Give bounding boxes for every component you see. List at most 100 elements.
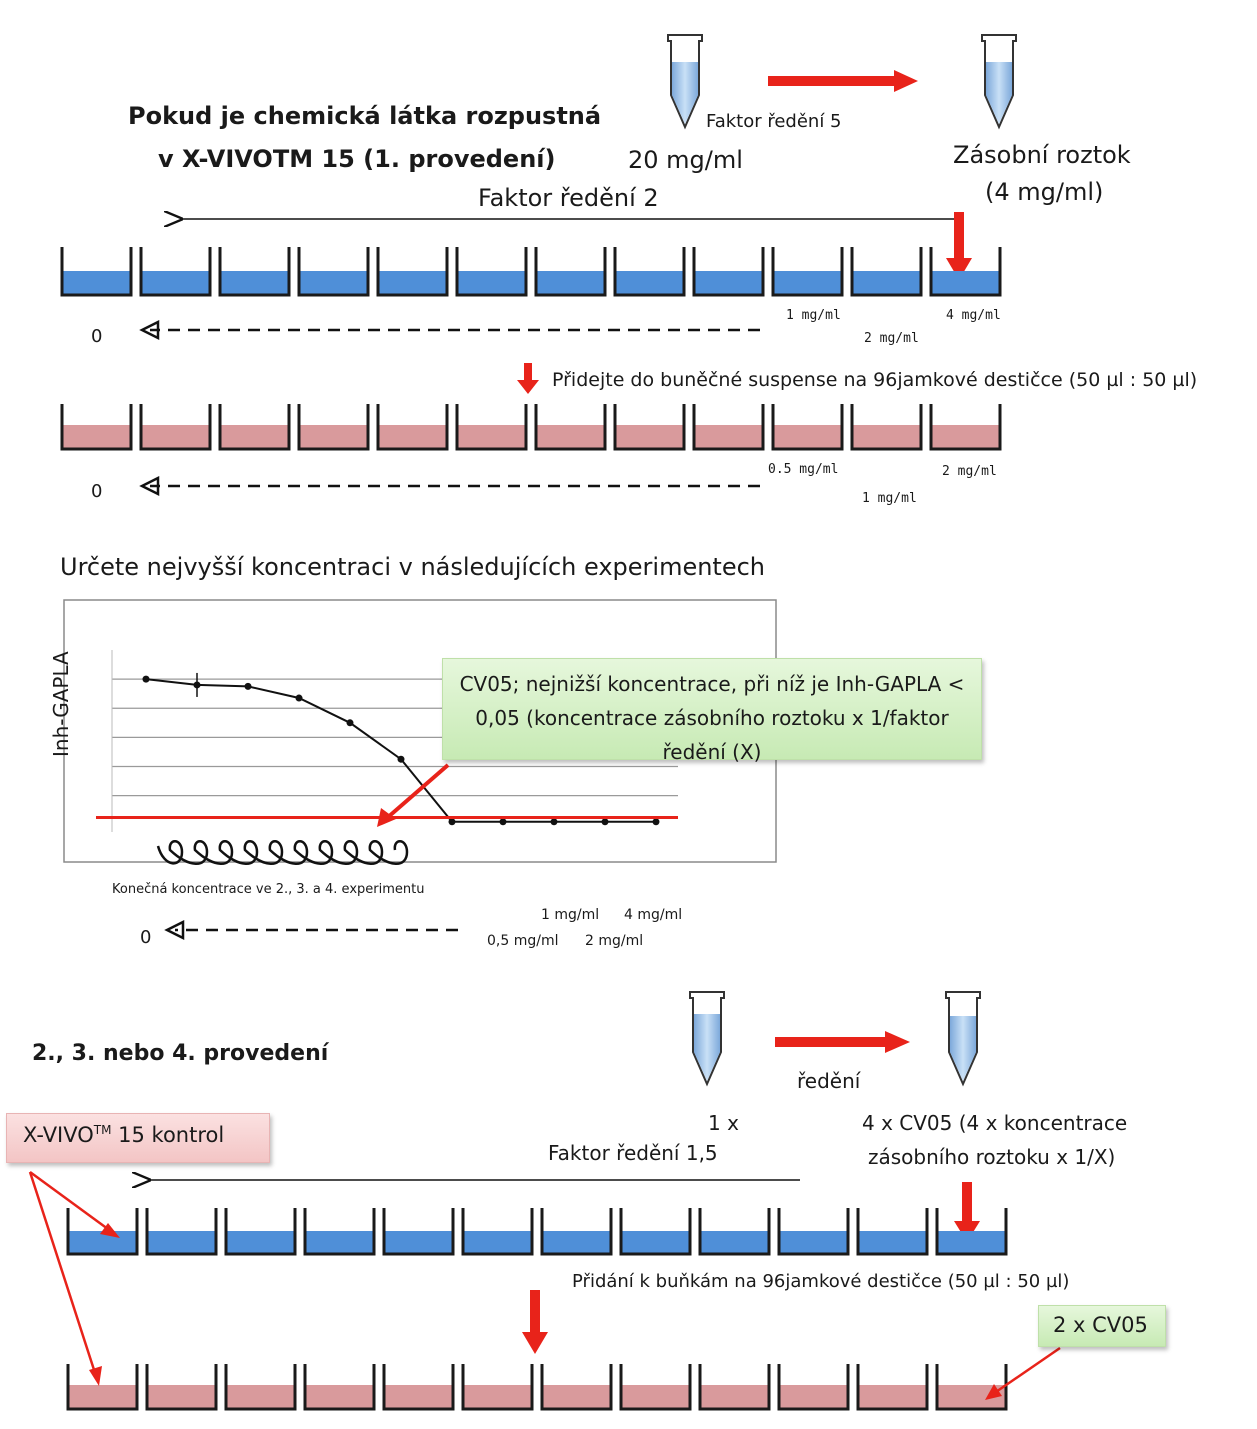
dilution-word: ředění <box>797 1069 861 1093</box>
cv05-box: 2 x CV05 <box>1038 1305 1166 1347</box>
pink-well-2-7 <box>540 1364 613 1411</box>
red-arrow-tube-transfer-2 <box>775 1031 910 1053</box>
blue-row-conc-a: 1 mg/ml <box>786 308 841 323</box>
tube-source-1 <box>667 34 703 130</box>
blue-well-2-6 <box>461 1208 534 1256</box>
blue-well-1-3 <box>218 247 291 297</box>
pink-well-2-2 <box>145 1364 218 1411</box>
blue-row-zero: 0 <box>91 326 103 347</box>
pink-row-conc-c: 1 mg/ml <box>862 491 917 506</box>
pink-well-2-3 <box>224 1364 297 1411</box>
red-arrow-add-2 <box>522 1290 548 1354</box>
blue-well-2-12 <box>935 1208 1008 1256</box>
pink-well-1-12 <box>929 404 1002 451</box>
blue-well-2-7 <box>540 1208 613 1256</box>
blue-row-conc-b: 4 mg/ml <box>946 308 1001 323</box>
tube-right-2 <box>945 991 981 1087</box>
pink-well-1-4 <box>297 404 370 451</box>
red-arrow-cv05 <box>985 1346 1061 1400</box>
blue-well-1-10 <box>771 247 844 297</box>
dashed-arrow-head-1 <box>139 319 160 341</box>
add-instruction-1: Přidejte do buněčné suspense na 96jamkov… <box>552 369 1198 391</box>
control-label-tail: 15 kontrol <box>111 1123 225 1147</box>
data-point <box>346 719 354 727</box>
stock-label-line1: Zásobní roztok <box>953 141 1131 169</box>
control-label-box: X-VIVOTM 15 kontrol <box>6 1113 270 1163</box>
concentration-curls <box>156 840 409 865</box>
tube-source-label: 20 mg/ml <box>628 146 743 174</box>
serial-dilution-label-1: Faktor ředění 2 <box>478 184 659 212</box>
pink-well-1-8 <box>613 404 686 451</box>
blue-well-1-1 <box>60 247 133 297</box>
blue-well-1-5 <box>376 247 449 297</box>
tube-left-2 <box>689 991 725 1087</box>
section1-title-line1: Pokud je chemická látka rozpustná <box>128 102 602 130</box>
blue-well-2-8 <box>619 1208 692 1256</box>
blue-well-2-9 <box>698 1208 771 1256</box>
tube-stock-1 <box>981 34 1017 130</box>
tube-dilution-label: Faktor ředění 5 <box>706 111 842 132</box>
chart-ylabel: Inh-GAPLA <box>49 651 73 757</box>
data-point <box>142 675 150 683</box>
pink-row-conc-a: 0.5 mg/ml <box>768 462 839 477</box>
blue-well-1-8 <box>613 247 686 297</box>
pink-well-row-1 <box>60 404 1002 451</box>
red-arrow-add-1 <box>517 363 539 394</box>
graph-heading: Určete nejvyšší koncentraci v následujíc… <box>60 553 765 581</box>
pink-well-2-9 <box>698 1364 771 1411</box>
pink-well-1-7 <box>534 404 607 451</box>
left-tube-label: 1 x <box>708 1111 739 1135</box>
blue-well-1-4 <box>297 247 370 297</box>
pink-well-1-6 <box>455 404 528 451</box>
blue-well-2-3 <box>224 1208 297 1256</box>
pink-well-1-2 <box>139 404 212 451</box>
cv05-callout-text: CV05; nejnižší koncentrace, při níž je I… <box>459 672 965 764</box>
final-conc-label: Konečná koncentrace ve 2., 3. a 4. exper… <box>112 882 425 897</box>
control-label: X-VIVOTM 15 kontrol <box>7 1114 269 1147</box>
data-point <box>244 682 252 690</box>
scale-label-a: 1 mg/ml <box>541 907 600 923</box>
scale-label-b: 4 mg/ml <box>624 907 683 923</box>
pink-well-1-3 <box>218 404 291 451</box>
pink-row-conc-b: 2 mg/ml <box>942 464 997 479</box>
pink-row-zero: 0 <box>91 481 103 502</box>
data-point <box>499 818 507 826</box>
data-point <box>652 818 660 826</box>
data-point <box>295 694 303 702</box>
pink-well-1-5 <box>376 404 449 451</box>
blue-well-2-4 <box>303 1208 376 1256</box>
cv05-label: 2 x CV05 <box>1053 1313 1148 1337</box>
scale-label-d: 2 mg/ml <box>585 933 644 949</box>
cv05-callout: CV05; nejnižší koncentrace, při níž je I… <box>442 658 982 764</box>
blue-well-2-1 <box>66 1208 139 1256</box>
dashed-arrow-head-2 <box>139 475 160 497</box>
blue-well-1-11 <box>850 247 923 297</box>
pink-well-2-5 <box>382 1364 455 1411</box>
blue-well-2-11 <box>856 1208 929 1256</box>
blue-well-2-5 <box>382 1208 455 1256</box>
red-arrow-tube-transfer-1 <box>768 70 918 92</box>
data-point <box>550 818 558 826</box>
blue-well-row-2 <box>66 1208 1008 1256</box>
add-instruction-2: Přidání k buňkám na 96jamkové destičce (… <box>572 1271 1070 1292</box>
pink-well-2-10 <box>777 1364 850 1411</box>
blue-well-1-2 <box>139 247 212 297</box>
right-tube-label-line2: zásobního roztoku x 1/X) <box>868 1145 1116 1169</box>
blue-well-1-12 <box>929 247 1002 297</box>
red-arrow-callout-to-curve <box>377 763 450 827</box>
pink-well-1-9 <box>692 404 765 451</box>
control-label-sup: TM <box>93 1123 112 1137</box>
pink-well-1-1 <box>60 404 133 451</box>
pink-well-row-2 <box>66 1364 1008 1411</box>
pink-well-2-8 <box>619 1364 692 1411</box>
right-tube-label-line1: 4 x CV05 (4 x koncentrace <box>862 1111 1128 1135</box>
scale-label-c: 0,5 mg/ml <box>487 933 559 949</box>
dashed-arrow-head-3 <box>164 919 185 941</box>
data-point <box>601 818 609 826</box>
blue-well-2-2 <box>145 1208 218 1256</box>
blue-well-1-6 <box>455 247 528 297</box>
blue-well-row-1 <box>60 247 1002 297</box>
blue-well-1-9 <box>692 247 765 297</box>
blue-well-1-7 <box>534 247 607 297</box>
blue-well-2-10 <box>777 1208 850 1256</box>
